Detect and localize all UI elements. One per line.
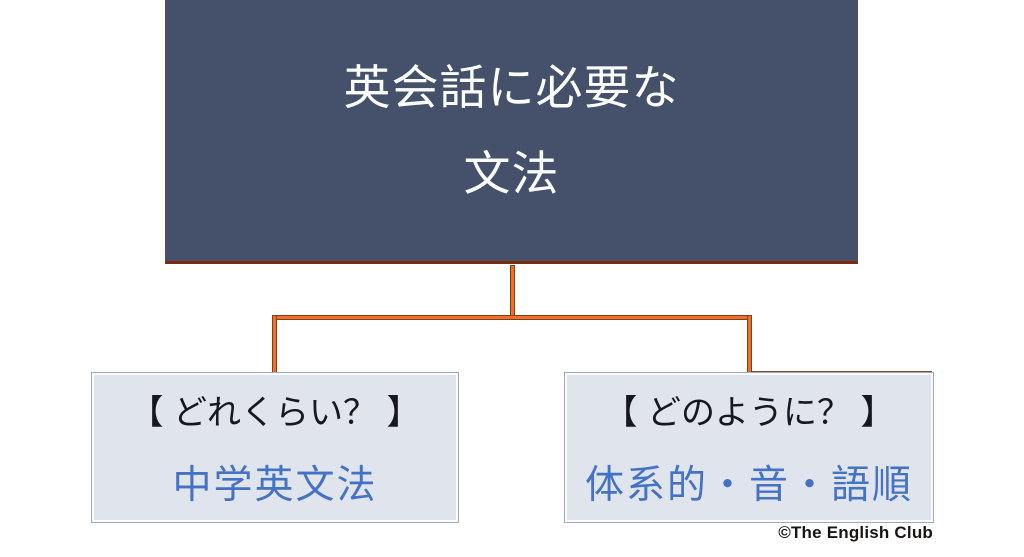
leaf-left-answer: 中学英文法 [172,464,378,507]
right-leaf-top-hairline [751,371,932,373]
root-node-grammar: 英会話に必要な 文法 [165,0,858,264]
connector-root-stem [511,266,514,317]
leaf-node-how-much: 【 どれくらい？ 】 中学英文法 [92,373,458,522]
connector-drop-left [273,316,276,372]
leaf-right-question: 【 どのように？ 】 [603,394,895,432]
connector-drop-right [748,316,751,372]
copyright-watermark: ©The English Club [778,523,933,542]
leaf-node-how: 【 どのように？ 】 体系的・音・語順 [565,373,933,522]
leaf-right-answer: 体系的・音・語順 [584,464,913,507]
leaf-left-question: 【 どれくらい？ 】 [129,394,421,432]
root-title-line1: 英会話に必要な [343,60,680,114]
connector-crossbar [273,316,751,319]
root-title-line2: 文法 [463,146,560,200]
